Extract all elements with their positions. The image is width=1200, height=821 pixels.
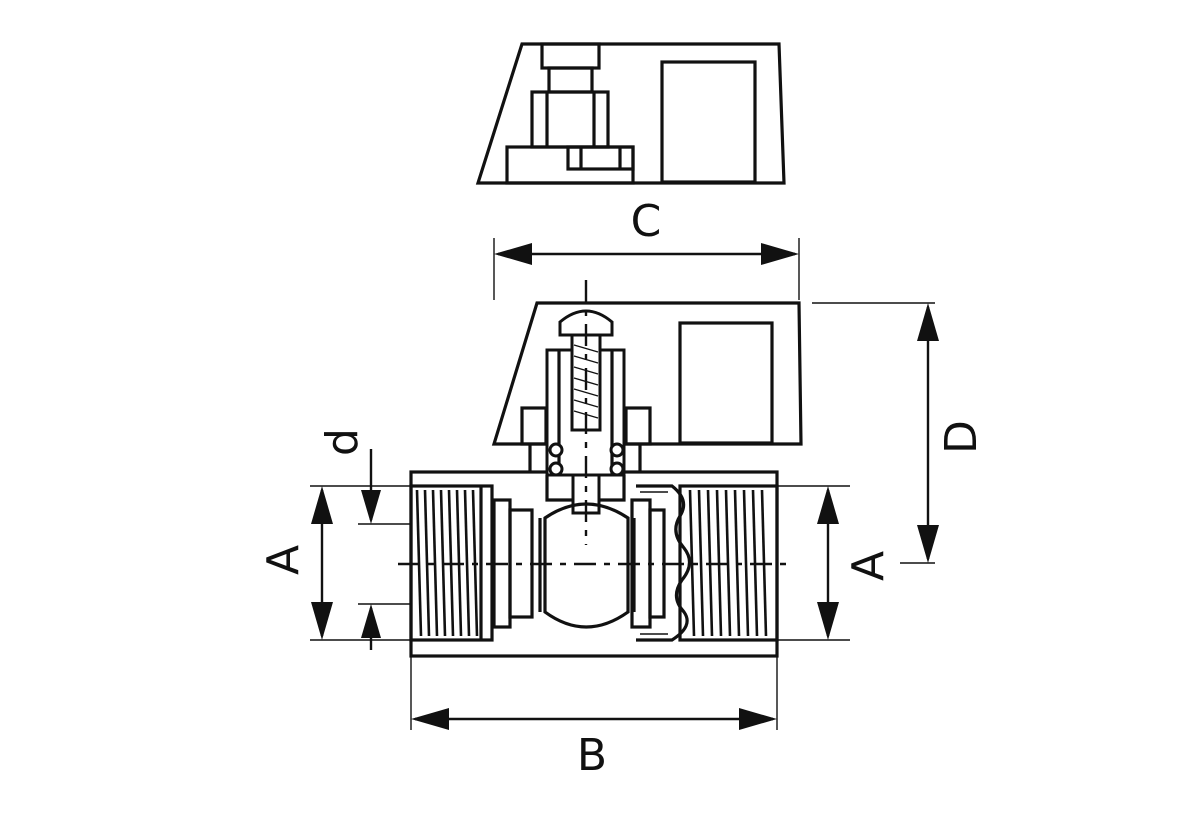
label-d-upper: D <box>936 420 987 454</box>
label-d-lower: d <box>317 428 368 456</box>
label-c: C <box>631 196 662 247</box>
label-a-left: A <box>258 545 309 575</box>
dimension-d-upper: D <box>812 302 987 564</box>
handle-top-view <box>475 42 786 185</box>
valve-side-view <box>398 280 803 658</box>
dimension-b: B <box>410 656 778 781</box>
dimension-d-lower: d <box>317 428 411 650</box>
label-a-right: A <box>843 551 894 581</box>
dimension-a-left: A <box>258 485 411 641</box>
dimension-c: C <box>493 196 800 300</box>
label-b: B <box>577 730 607 781</box>
dimension-a-right: A <box>777 485 894 641</box>
